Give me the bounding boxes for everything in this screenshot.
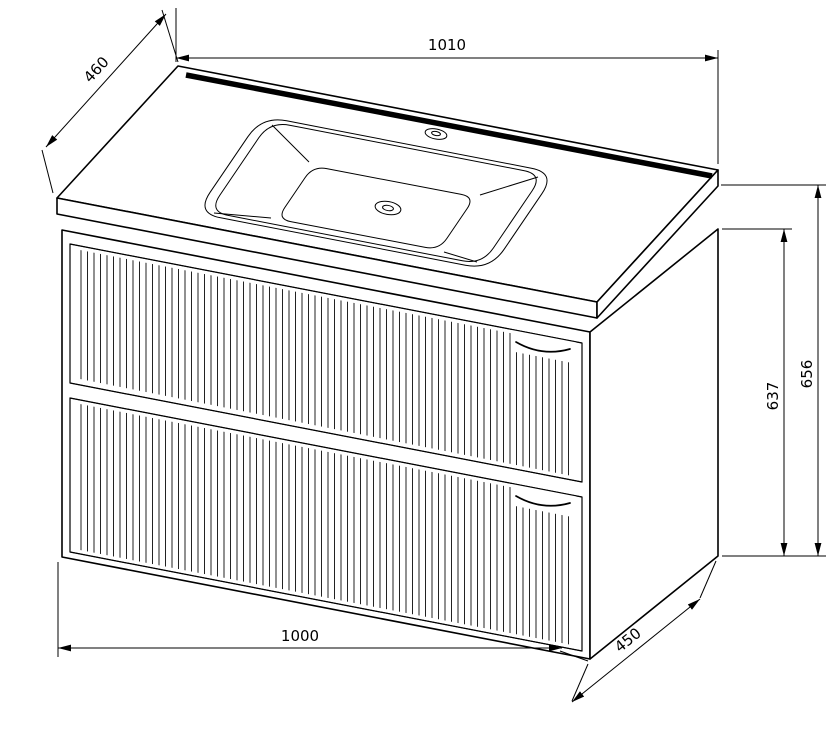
- drain-hole: [374, 200, 402, 216]
- drawer-top-handle-recess: [512, 329, 576, 364]
- dimension-carcass-height: 637: [722, 228, 826, 557]
- sink-inner-rim: [215, 124, 537, 262]
- dimension-top-width: 1010: [175, 8, 719, 164]
- dimension-label-bottom-width: 1000: [281, 627, 319, 645]
- sink-outer-rim: [204, 119, 548, 267]
- drawer-top-outline: [69, 243, 583, 483]
- sink-bottom: [281, 167, 471, 249]
- dimension-label-top-width: 1010: [428, 36, 466, 54]
- countertop: [56, 65, 719, 319]
- dimension-label-top-depth: 460: [80, 53, 113, 86]
- dimension-label-total-height: 656: [798, 360, 816, 389]
- sink-basin: [204, 119, 548, 267]
- backsplash-strip: [185, 72, 713, 179]
- vanity-cabinet: [56, 65, 719, 660]
- drawer-bottom-handle: [515, 495, 571, 507]
- dimension-label-carcass-height: 637: [764, 382, 782, 411]
- sink-wall-edge-front-left: [213, 212, 272, 219]
- sink-wall-edge-back-right: [479, 176, 539, 196]
- faucet-hole: [424, 128, 448, 140]
- cabinet-side-face: [589, 228, 719, 660]
- sink-wall-edge-front-right: [443, 251, 478, 263]
- drawer-bottom-handle-recess: [512, 483, 576, 518]
- sink-wall-edge-back-left: [271, 124, 310, 163]
- dimension-total-height: 656: [721, 184, 826, 556]
- countertop-right-edge: [596, 169, 719, 319]
- drawer-top-handle: [515, 341, 571, 353]
- dimension-bottom-width: 1000: [57, 562, 589, 662]
